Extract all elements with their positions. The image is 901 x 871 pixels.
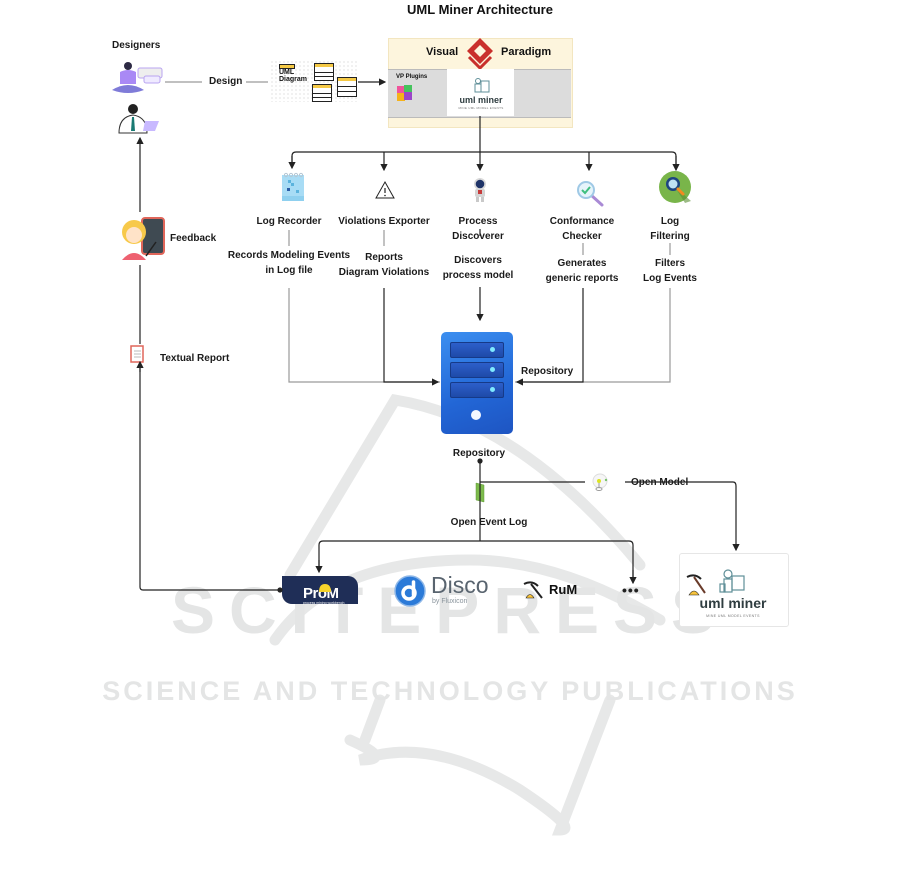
uml-miner-tagline: MINE UML MODEL EVENTS bbox=[706, 614, 760, 618]
warning-triangle-icon bbox=[375, 180, 395, 199]
violations-exporter-title: Violations Exporter bbox=[338, 216, 430, 227]
log-recorder-title: Log Recorder bbox=[256, 216, 322, 227]
conformance-checker-desc-1: Generates bbox=[557, 258, 607, 269]
feedback-label: Feedback bbox=[170, 233, 217, 244]
conformance-checker-desc-2: generic reports bbox=[545, 273, 619, 284]
watermark-text-sub: SCIENCE AND TECHNOLOGY PUBLICATIONS bbox=[102, 676, 798, 706]
disco-logo-icon[interactable] bbox=[394, 575, 426, 607]
uml-miner-logo-icon bbox=[719, 569, 745, 593]
hard-hat-icon bbox=[319, 584, 331, 592]
diagram-title: UML Miner Architecture bbox=[407, 2, 553, 17]
repository-server-icon bbox=[441, 332, 513, 434]
uml-class-box bbox=[314, 63, 334, 81]
disco-tagline: by Fluxicon bbox=[432, 598, 468, 605]
process-discoverer-desc-2: process model bbox=[442, 270, 514, 281]
connector-open-model bbox=[625, 481, 740, 552]
violations-exporter-desc-2: Diagram Violations bbox=[338, 267, 430, 278]
vp-plugin-name: uml miner bbox=[459, 95, 503, 105]
log-filtering-desc-1: Filters bbox=[654, 258, 686, 269]
textual-report-label: Textual Report bbox=[160, 353, 230, 364]
textual-report-icon bbox=[130, 345, 144, 363]
pickaxe-icon bbox=[686, 574, 706, 596]
process-discoverer-title-2: Discoverer bbox=[452, 231, 504, 242]
uml-diagram-label-2: Diagram bbox=[279, 76, 308, 83]
vp-name-right: Paradigm bbox=[501, 46, 552, 58]
log-filtering-desc-2: Log Events bbox=[643, 273, 697, 284]
prom-tagline: process mining workbench bbox=[303, 601, 345, 605]
rum-name: RuM bbox=[549, 582, 578, 597]
uml-diagram-label-1: UML bbox=[279, 69, 295, 76]
process-model-icon bbox=[592, 473, 608, 491]
violations-exporter-desc-1: Reports bbox=[365, 252, 403, 263]
conformance-checker-title-2: Checker bbox=[562, 231, 602, 242]
log-filtering-title-2: Filtering bbox=[650, 231, 690, 242]
uml-miner-logo-icon bbox=[474, 78, 490, 93]
uml-miner-name: uml miner bbox=[699, 595, 767, 611]
log-filtering-title-1: Log bbox=[660, 216, 680, 227]
vp-name-left: Visual bbox=[426, 46, 459, 58]
repository-side-label: Repository bbox=[521, 366, 574, 377]
watermark-text-main: SCITEPRESS bbox=[171, 573, 729, 647]
teacher-feedback-icon bbox=[122, 217, 165, 260]
log-recorder-desc-2: in Log file bbox=[265, 265, 313, 276]
repository-bottom-label: Repository bbox=[452, 448, 506, 459]
process-discoverer-desc-1: Discovers bbox=[454, 255, 502, 266]
connector-violations-repo bbox=[383, 288, 440, 386]
connector-conformance-repo bbox=[515, 288, 584, 386]
calendar-log-icon bbox=[282, 172, 304, 201]
connector-log-filtering-repo bbox=[515, 288, 671, 383]
designer-laptop-icon bbox=[118, 104, 159, 134]
designers-label: Designers bbox=[112, 40, 161, 51]
astronaut-icon bbox=[474, 178, 486, 202]
vp-plugin-tagline: MINE UML MODEL EVENTS bbox=[458, 106, 504, 110]
vp-plugins-label: VP Plugins bbox=[396, 74, 428, 80]
open-event-log-label: Open Event Log bbox=[450, 517, 528, 528]
plugins-puzzle-icon bbox=[397, 85, 412, 101]
conformance-checker-title-1: Conformance bbox=[549, 216, 615, 227]
uml-diagram-thumbnail: UML Diagram bbox=[270, 60, 358, 102]
log-recorder-desc-1: Records Modeling Events bbox=[227, 250, 351, 261]
connector-log-recorder-repo bbox=[288, 288, 440, 383]
disco-name: Disco bbox=[431, 572, 489, 598]
uml-class-box bbox=[312, 84, 332, 102]
designer-sitting-icon bbox=[112, 62, 163, 93]
uml-class-box bbox=[337, 77, 357, 97]
pickaxe-icon[interactable] bbox=[522, 578, 544, 600]
more-tools-ellipsis[interactable]: ••• bbox=[622, 582, 640, 598]
connector-prom-report bbox=[139, 368, 280, 591]
visual-paradigm-logo-icon bbox=[467, 38, 493, 69]
process-discoverer-title-1: Process bbox=[458, 216, 498, 227]
filter-magnifier-icon bbox=[659, 171, 691, 203]
design-label: Design bbox=[209, 76, 243, 87]
magnifier-check-icon bbox=[577, 181, 604, 207]
